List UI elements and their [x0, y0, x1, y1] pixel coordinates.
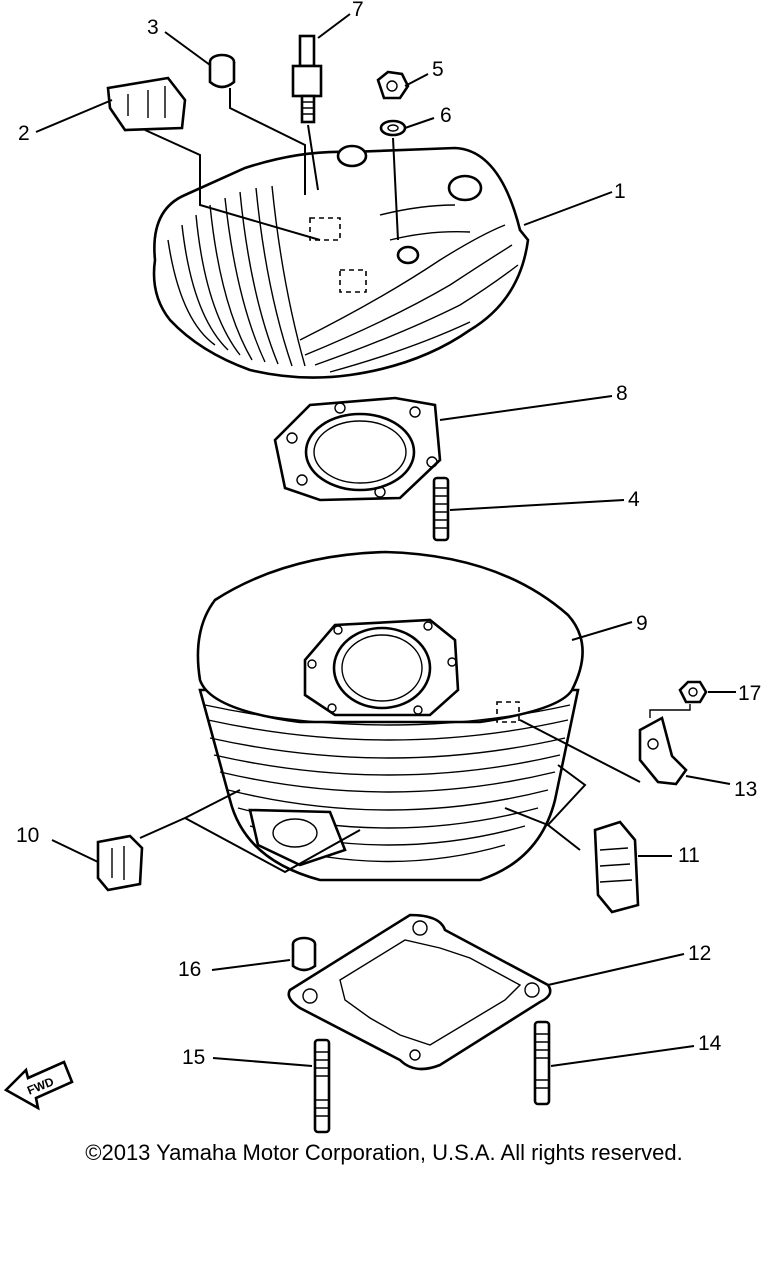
- callout-12: 12: [688, 942, 711, 965]
- cylinder-head: [152, 144, 530, 379]
- stud-bolt-left: [313, 1038, 331, 1134]
- bracket: [638, 704, 691, 786]
- sleeve: [208, 53, 236, 89]
- callout-2: 2: [18, 122, 30, 145]
- callout-6: 6: [440, 104, 452, 127]
- callout-8: 8: [616, 382, 628, 405]
- callout-11: 11: [678, 844, 700, 867]
- drain-plug: [291, 936, 317, 972]
- callout-13: 13: [734, 778, 757, 801]
- cylinder-damper-right: [593, 820, 640, 914]
- callout-leaders: [35, 13, 736, 1067]
- head-gasket: [273, 396, 442, 502]
- bracket-nut: [678, 680, 708, 704]
- callout-9: 9: [636, 612, 648, 635]
- head-nut: [376, 70, 410, 100]
- callout-3: 3: [147, 16, 159, 39]
- stud-bolt-upper: [432, 476, 450, 542]
- cylinder-damper-left: [96, 834, 144, 892]
- callout-15: 15: [182, 1046, 205, 1069]
- callout-1: 1: [614, 180, 626, 203]
- callout-14: 14: [698, 1032, 722, 1055]
- callout-4: 4: [628, 488, 640, 511]
- callout-17: 17: [738, 682, 761, 705]
- head-damper: [106, 76, 187, 132]
- callout-7: 7: [352, 0, 364, 21]
- callout-10: 10: [16, 824, 39, 847]
- copyright-notice: ©2013 Yamaha Motor Corporation, U.S.A. A…: [85, 1140, 683, 1165]
- fwd-arrow-icon: FWD: [3, 1060, 74, 1111]
- cylinder: [196, 550, 584, 882]
- callout-5: 5: [432, 58, 444, 81]
- washer: [379, 119, 407, 137]
- callout-labels: 1 2 3 4 5 6 7 8 9 10 11 12 13 14 15 16 1…: [16, 0, 761, 1069]
- stud-bolt-right: [533, 1020, 551, 1106]
- callout-16: 16: [178, 958, 201, 981]
- base-gasket: [287, 913, 552, 1071]
- spark-plug: [291, 34, 323, 124]
